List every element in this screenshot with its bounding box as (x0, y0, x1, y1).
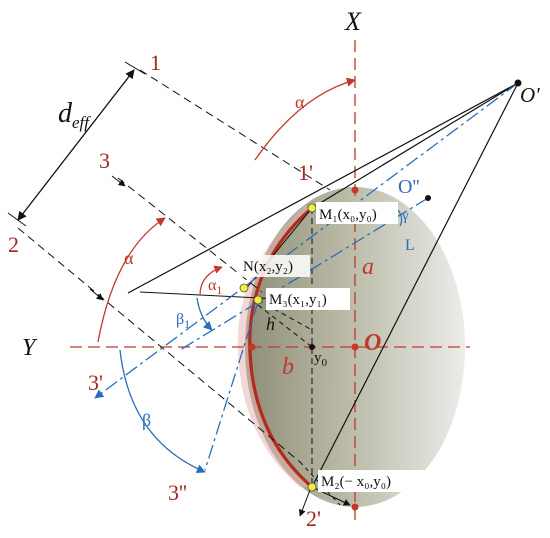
label-1-prime: 1' (298, 160, 313, 185)
label-beta-1: β1 (176, 311, 190, 331)
ray-1-line (139, 69, 331, 191)
point-y-axis-left (248, 343, 256, 351)
label-3-double-prime: 3'' (168, 480, 187, 505)
ray-2-continuation (299, 461, 341, 506)
point-x-axis-top (351, 186, 359, 194)
label-origin: O (364, 330, 381, 356)
line-o-prime-bottom (311, 82, 519, 488)
label-alpha-1: α1 (208, 277, 222, 297)
label-b: b (282, 354, 294, 380)
gamma-arc (397, 209, 403, 227)
line-o-prime-tangent (127, 82, 519, 294)
d-eff-tick-bottom (7, 212, 27, 227)
m3-label-bg (266, 288, 350, 310)
label-m1: M₁(x₀,y₀) (319, 207, 377, 223)
beta-arc (119, 349, 206, 473)
point-origin (351, 343, 359, 351)
line-o-prime-top (311, 82, 519, 209)
label-alpha-top: α (295, 92, 305, 112)
label-a: a (362, 254, 374, 280)
point-m1 (307, 203, 317, 213)
label-ray-1: 1 (150, 50, 161, 75)
label-2-prime: 2' (306, 506, 321, 531)
d-eff-tick-top (124, 61, 146, 75)
ray-2-line (17, 227, 301, 463)
ray-2p-arrow (298, 489, 311, 517)
point-o-prime (514, 79, 522, 87)
label-m3: M₃(x₁,y₁) (269, 292, 327, 308)
label-3-prime: 3' (88, 370, 103, 395)
label-ray-2: 2 (8, 232, 19, 257)
alpha-top-arc (254, 77, 356, 161)
point-x-axis-bottom (351, 503, 359, 511)
point-m2 (307, 482, 317, 492)
point-m3 (253, 295, 263, 305)
label-axis-y: Y (22, 335, 38, 361)
label-alpha-left: α (124, 248, 134, 268)
point-n (239, 283, 249, 293)
ray-2-arrow (89, 288, 104, 301)
ray-3-arrow (111, 175, 126, 187)
label-y0: y0 (314, 350, 328, 369)
label-axis-x: X (344, 7, 362, 36)
boundary-arc (248, 206, 314, 489)
label-n: N(x₂,y₂) (243, 259, 293, 275)
point-y0 (309, 344, 315, 350)
label-m2: M₂(− x₀,y₀) (321, 474, 391, 490)
h-segment (257, 304, 313, 348)
d-eff-dimension (17, 69, 135, 221)
alpha-left-arc (97, 217, 166, 343)
label-d-eff: deff (58, 98, 91, 132)
ray-3-line (117, 177, 263, 293)
label-beta: β (142, 410, 151, 430)
label-o-double-prime: O'' (398, 176, 420, 198)
label-gamma: γ (401, 208, 409, 224)
blue-line-o-prime (94, 82, 519, 399)
label-h: h (266, 314, 275, 334)
beta-1-arc (196, 297, 213, 331)
label-o-prime: O' (520, 83, 540, 107)
label-L: L (405, 237, 415, 254)
m1-label-bg (316, 202, 398, 224)
label-ray-3: 3 (99, 148, 110, 173)
alpha-1-arc (199, 265, 223, 296)
point-o-double-prime (425, 195, 431, 201)
blue-line-3pp (204, 301, 259, 471)
n-label-bg (240, 255, 310, 277)
m2-label-bg (318, 470, 424, 492)
